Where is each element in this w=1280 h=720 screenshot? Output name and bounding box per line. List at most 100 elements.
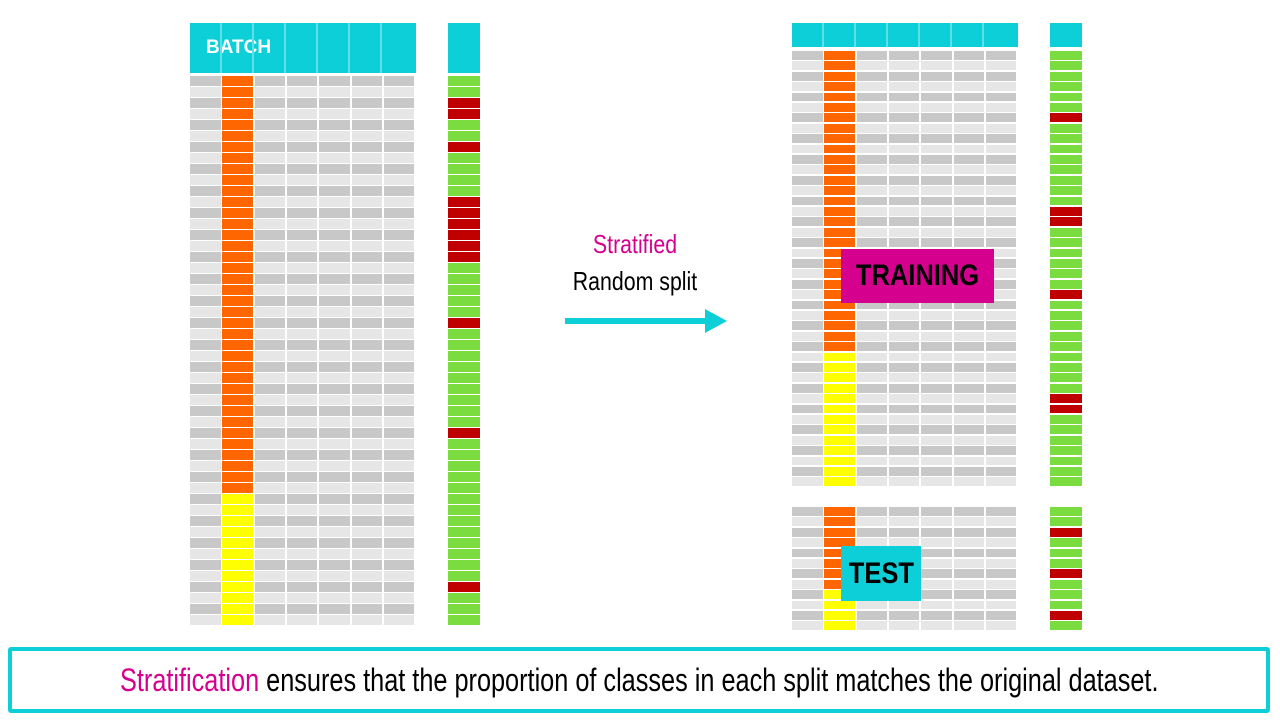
data-cell — [985, 363, 1017, 372]
data-cell — [888, 92, 920, 102]
data-cell — [856, 217, 888, 227]
data-cell — [985, 217, 1017, 227]
data-cell — [319, 593, 350, 603]
data-cell — [319, 340, 350, 350]
table-row — [190, 582, 416, 592]
table-row — [792, 363, 1018, 372]
table-row — [792, 51, 1018, 60]
data-cell — [254, 241, 286, 251]
data-cell — [254, 318, 286, 328]
label-cell-positive — [1050, 383, 1082, 393]
data-cell — [319, 175, 350, 185]
data-cell — [383, 186, 415, 196]
data-cell — [319, 505, 350, 515]
data-cell — [921, 435, 952, 445]
data-cell — [856, 342, 888, 352]
data-cell — [286, 197, 318, 207]
feature-cell — [824, 383, 855, 393]
data-cell — [953, 373, 984, 383]
data-cell — [953, 611, 984, 620]
data-cell — [383, 329, 415, 339]
data-cell — [254, 439, 286, 449]
table-row — [190, 615, 416, 625]
data-cell — [286, 142, 318, 152]
table-row — [792, 103, 1018, 112]
label-cell-positive — [448, 340, 480, 350]
data-cell — [792, 92, 823, 102]
data-cell — [383, 219, 415, 229]
table-row — [792, 507, 1018, 516]
label-cell-positive — [448, 439, 480, 449]
feature-cell — [222, 230, 253, 240]
data-cell — [286, 472, 318, 482]
data-cell — [953, 467, 984, 476]
data-cell — [792, 538, 823, 548]
data-cell — [286, 98, 318, 108]
data-cell — [953, 548, 984, 558]
data-cell — [383, 384, 415, 394]
data-cell — [383, 98, 415, 108]
data-cell — [254, 417, 286, 427]
data-cell — [985, 559, 1017, 568]
data-cell — [985, 207, 1017, 216]
label-cell-positive — [448, 593, 480, 603]
feature-cell — [824, 404, 855, 414]
table-row — [792, 415, 1018, 424]
feature-cell — [824, 165, 855, 175]
data-cell — [319, 142, 350, 152]
data-cell — [792, 404, 823, 414]
data-cell — [953, 527, 984, 537]
label-cell-positive — [1050, 196, 1082, 206]
feature-cell — [824, 559, 855, 568]
data-cell — [792, 165, 823, 175]
header-column-divider — [950, 23, 952, 47]
header-column-divider — [252, 23, 254, 73]
data-cell — [985, 517, 1017, 527]
data-cell — [319, 384, 350, 394]
data-cell — [921, 155, 952, 164]
table-row — [190, 230, 416, 240]
data-cell — [286, 362, 318, 372]
table-row — [190, 527, 416, 537]
data-cell — [383, 582, 415, 592]
header-column-divider — [348, 23, 350, 73]
data-cell — [888, 175, 920, 185]
feature-cell — [222, 197, 253, 207]
feature-cell — [222, 76, 253, 86]
batch-title: BATCH — [206, 37, 272, 58]
data-cell — [953, 331, 984, 341]
table-row — [792, 331, 1018, 341]
data-cell — [254, 450, 286, 460]
data-cell — [953, 342, 984, 352]
label-cell-positive — [1050, 363, 1082, 372]
data-cell — [254, 76, 286, 86]
data-cell — [921, 590, 952, 600]
data-cell — [856, 435, 888, 445]
data-cell — [792, 259, 823, 268]
split-method-random: Random split — [572, 266, 698, 296]
label-cell-positive — [1050, 238, 1082, 248]
data-cell — [254, 384, 286, 394]
feature-cell — [824, 123, 855, 133]
data-cell — [985, 259, 1017, 268]
data-cell — [792, 238, 823, 248]
data-cell — [286, 208, 318, 218]
label-cell-positive — [1050, 279, 1082, 289]
data-cell — [254, 483, 286, 493]
data-cell — [351, 516, 382, 526]
feature-cell — [824, 363, 855, 372]
table-row — [792, 300, 1018, 310]
data-cell — [953, 82, 984, 92]
data-cell — [792, 321, 823, 331]
label-cell-negative — [1050, 611, 1082, 620]
data-cell — [985, 477, 1017, 487]
data-cell — [286, 120, 318, 130]
table-row — [190, 263, 416, 273]
data-cell — [792, 155, 823, 164]
data-cell — [856, 538, 888, 548]
test-badge-label: TEST — [848, 556, 914, 590]
table-row — [190, 241, 416, 251]
data-cell — [888, 123, 920, 133]
data-cell — [351, 351, 382, 361]
data-cell — [254, 109, 286, 119]
